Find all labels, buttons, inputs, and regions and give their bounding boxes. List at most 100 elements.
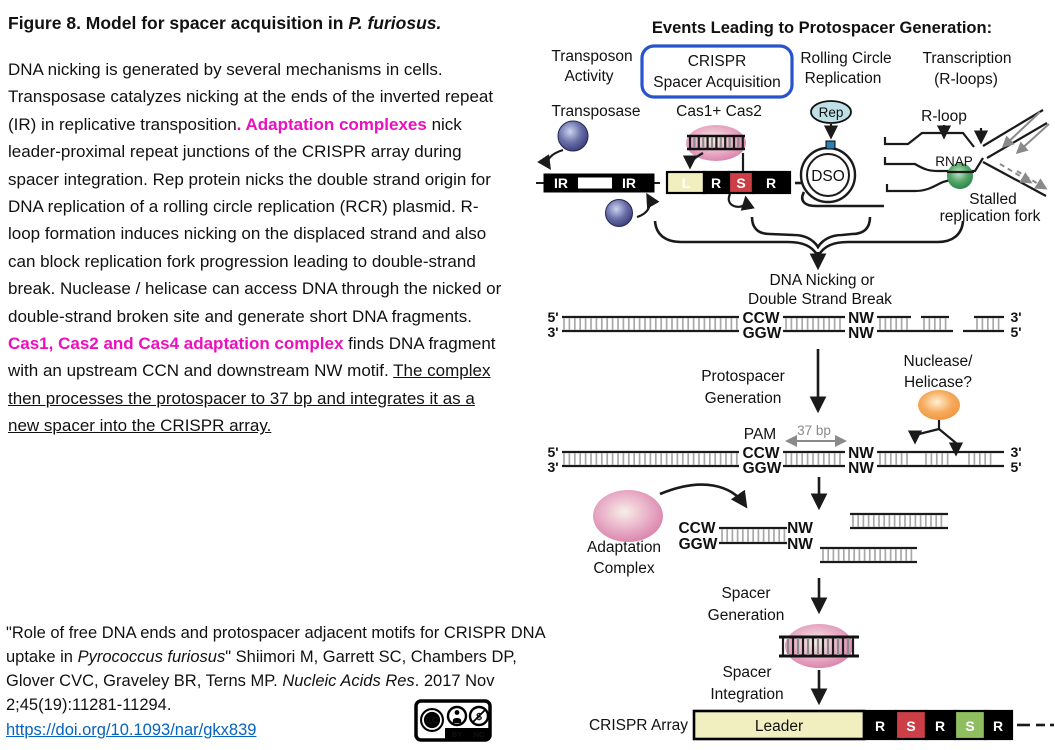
nw-motif: NW	[848, 310, 874, 327]
badge-by-label: BY	[452, 730, 462, 739]
nuclease-cut-arrow-right	[938, 428, 964, 457]
fork-dashed-arrow	[999, 163, 1033, 184]
cc-nc-dollar-icon: $	[468, 705, 490, 727]
transcription-rloop-group: R-loop RNAP Stalled replication fork	[883, 108, 1050, 225]
spacer-box-red	[894, 709, 928, 741]
nicked-duplex: 5' 3' CCW GGW NW NW 3' 5'	[547, 309, 1021, 342]
header-transcription-2: (R-loops)	[934, 71, 998, 88]
figure-caption-body: DNA nicking is generated by several mech…	[8, 56, 508, 440]
adaptation-label-1: Adaptation	[587, 539, 661, 556]
duplex2-rungs	[563, 453, 738, 465]
spacer-box-green	[953, 709, 987, 741]
svg-text:CC: CC	[425, 716, 439, 727]
fork-upper-line-1	[982, 109, 1044, 147]
protospacer-diagram: Events Leading to Protospacer Generation…	[536, 19, 1054, 741]
rep-protein-ellipse-icon	[810, 100, 852, 124]
fork-lower-line	[982, 161, 1047, 197]
crispr-array-group: CRISPR Array Leader R S R S R	[589, 709, 1054, 741]
fork-gray-arrow	[1001, 111, 1041, 149]
header-rcr-2: Replication	[805, 70, 882, 87]
array-letter: R	[935, 718, 945, 734]
duplex2-rungs	[785, 453, 841, 465]
mini-crispr-array: L R S R	[665, 170, 811, 195]
strand-end-label: 3'	[547, 459, 558, 475]
adaptation-label-2: Complex	[593, 560, 654, 577]
duplex1-rungs	[563, 318, 738, 330]
duplex2-rungs	[879, 453, 908, 465]
adaptation-binding-arrow	[659, 483, 748, 509]
doi-link[interactable]: https://doi.org/10.1093/nar/gkx839	[6, 721, 257, 739]
rloop-label: R-loop	[921, 108, 967, 125]
header-crispr-2: Spacer Acquisition	[653, 74, 781, 91]
strand-end-label: 3'	[547, 324, 558, 340]
rnap-label: RNAP	[935, 154, 973, 169]
body-segment: DNA nicking is generated by several mech…	[8, 60, 494, 134]
rloop-mid-strand	[883, 157, 984, 173]
dso-site-square	[825, 140, 836, 150]
citation-text: "Role of free DNA ends and protospacer a…	[6, 624, 545, 666]
duplex1-rungs	[879, 318, 908, 330]
spacer-int-label-1: Spacer	[722, 664, 771, 681]
nw-motif: NW	[787, 536, 813, 553]
adaptation-complex-group: Adaptation Complex CCW GGW NW NW	[587, 483, 948, 577]
badge-nc-label: NC	[474, 730, 485, 739]
duplex1-rungs	[976, 318, 1000, 330]
spacer-ladder-rungs	[781, 638, 855, 655]
species-name: P. furiosus.	[348, 13, 442, 33]
array-letter: R	[875, 718, 885, 734]
array-letter: S	[965, 718, 974, 734]
nw-motif: NW	[848, 445, 874, 462]
transposase-sphere-icon	[557, 120, 589, 152]
transposon-activity-group: Transposase IR IR	[536, 103, 660, 227]
nuclease-label-2: Helicase?	[904, 374, 972, 391]
spacer-int-label-2: Integration	[710, 686, 783, 703]
pam-motif-ggw: GGW	[743, 460, 782, 477]
plasmid-inner-circle	[806, 153, 850, 197]
leader-label: Leader	[755, 718, 803, 735]
inner-gather-brace	[750, 216, 872, 250]
header-transposon-1: Transposon	[551, 48, 632, 65]
body-segment: nick leader-proximal repeat junctions of…	[8, 114, 502, 326]
spacer-in-complex	[779, 624, 859, 668]
array-letter: R	[993, 718, 1003, 734]
ir-label-left: IR	[554, 175, 568, 191]
integration-loop-arrow	[727, 193, 755, 211]
citation-text: . 2017 Nov 2;45(19):11281-11294.	[6, 672, 495, 714]
discarded-fragment-a	[850, 512, 948, 530]
protospacer-gen-label-2: Generation	[705, 390, 782, 407]
cc-by-nc-badge: CC $ BY NC	[414, 699, 492, 742]
figure-caption-title: Figure 8. Model for spacer acquisition i…	[8, 13, 523, 34]
header-transcription-1: Transcription	[922, 50, 1011, 67]
fork-upper-line-2	[986, 122, 1048, 159]
rep-label: Rep	[819, 105, 844, 120]
duplex1-rungs	[923, 318, 947, 330]
header-transposon-2: Activity	[564, 68, 613, 85]
protospacer-duplex: 5' 3' CCW GGW NW NW 3' 5'	[547, 444, 1021, 477]
pam-motif-ggw: GGW	[679, 536, 718, 553]
citation-text: " Shiimori M, Garrett SC, Chambers DP, G…	[6, 648, 517, 690]
strand-end-label: 5'	[547, 309, 558, 325]
fragment-b-rungs	[822, 549, 913, 561]
pam-motif-ccw: CCW	[742, 445, 779, 462]
diagram-title: Events Leading to Protospacer Generation…	[652, 19, 992, 37]
rolling-circle-group: Rep DSO	[799, 100, 884, 208]
strand-end-label: 5'	[1010, 324, 1021, 340]
dso-label: DSO	[811, 168, 845, 185]
strand-end-label: 3'	[1010, 309, 1021, 325]
adaptation-complex-ellipse-icon	[593, 490, 663, 542]
displaced-strand-tail	[800, 191, 884, 208]
transposase-nick-arrow-left	[537, 148, 564, 170]
crispr-array-label: CRISPR Array	[589, 717, 688, 734]
fork-gray-arrow	[1015, 123, 1050, 155]
fork-dashed-arrow	[1016, 170, 1048, 190]
ir-label-right: IR	[622, 175, 636, 191]
mini-array-repeat-label: R	[711, 175, 721, 191]
citation-species-italic: Pyrococcus furiosus	[77, 648, 226, 666]
cas1-cas2-group: Cas1+ Cas2 L R S R	[665, 103, 811, 211]
fragment-rungs	[721, 529, 786, 542]
rloop-top-strand	[883, 131, 975, 148]
spacer-gen-label-1: Spacer	[721, 585, 770, 602]
duplex1-rungs	[785, 318, 841, 330]
transposase-label: Transposase	[551, 103, 640, 120]
transposase-sphere-icon	[605, 199, 633, 227]
